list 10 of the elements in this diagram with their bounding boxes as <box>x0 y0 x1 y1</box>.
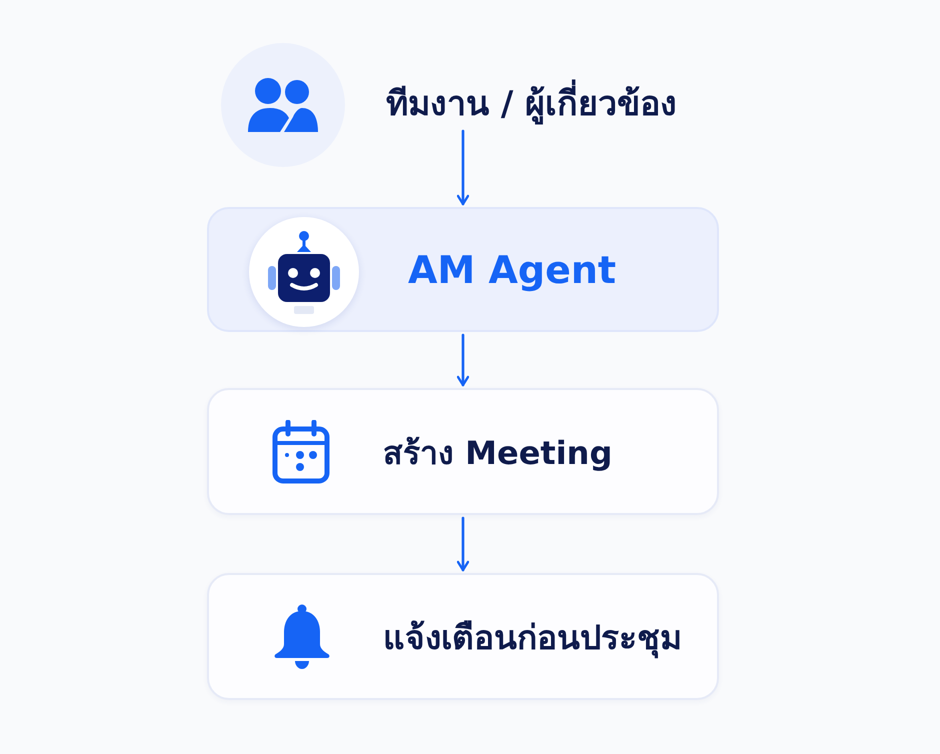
agent-box <box>207 207 719 332</box>
step-box <box>207 388 719 515</box>
step-box <box>207 573 719 700</box>
step-label: แจ้งเตือนก่อนประชุม <box>383 617 682 660</box>
arrow <box>456 130 470 206</box>
agent-title: AM Agent <box>408 247 616 294</box>
actor-label: ทีมงาน / ผู้เกี่ยวข้อง <box>386 81 678 128</box>
step-label: สร้าง Meeting <box>383 433 612 474</box>
arrow <box>456 334 470 386</box>
arrow <box>456 516 470 572</box>
